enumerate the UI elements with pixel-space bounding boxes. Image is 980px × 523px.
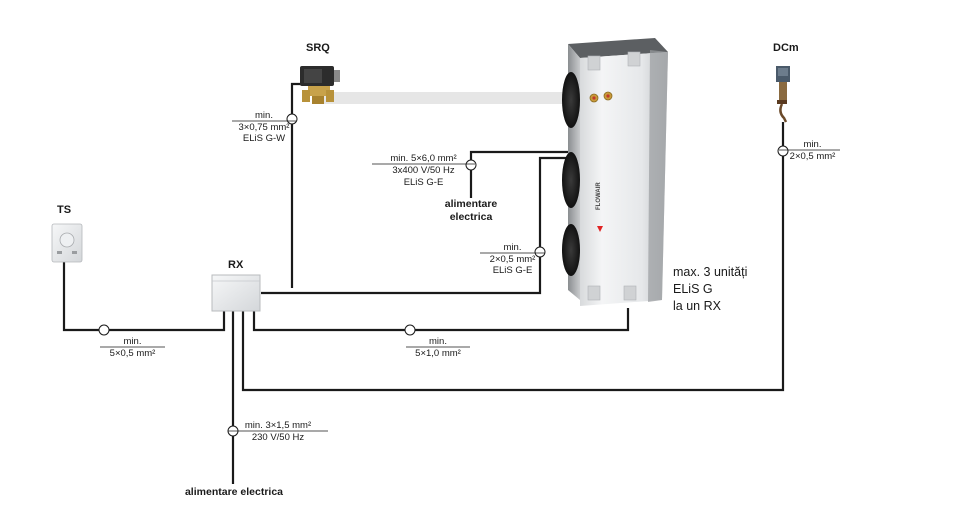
cable-rx-unit-section: 2×0,5 mm² [489,254,536,265]
cable-marker-rx-unit-bottom [404,324,416,336]
cable-rx-power-section: min. 3×1,5 mm² [244,420,312,431]
note-line-3: la un RX [673,299,721,313]
wire-rx-unit [261,156,580,295]
unit-brand-text: FLOWAIR [596,182,602,210]
wire-srq-rx [290,82,302,288]
cable-rx-unit-type: ELiS G-E [492,265,533,276]
power-unit-label-2: electrica [449,211,493,223]
wire-power-unit [469,150,580,198]
wire-rx-dcm [241,122,785,392]
water-pipe [322,92,580,104]
cable-rx-unit-bottom-section: 5×1,0 mm² [415,348,461,359]
cable-srq-min: min. [255,110,273,121]
note-line-2: ELiS G [673,282,713,296]
cable-marker-dcm [777,145,789,157]
cable-rx-unit-min: min. [503,242,522,253]
srq-valve-icon [300,66,340,104]
rx-box-icon [211,274,261,312]
cable-ts-min: min. [123,336,142,347]
ts-label: TS [57,204,72,216]
cable-marker-rx-unit [534,246,546,258]
cable-marker-srq [286,113,298,125]
cable-dcm-min: min. [803,139,822,150]
cable-marker-ts [98,324,110,336]
note-line-1: max. 3 unități [673,265,748,279]
wire-ts-rx [62,262,226,332]
air-curtain-unit-icon: FLOWAIR [562,38,668,306]
power-unit-label-1: alimentare [444,198,498,210]
cable-rx-power-voltage: 230 V/50 Hz [251,432,305,443]
dcm-label: DCm [773,42,799,54]
cable-power-unit-type: ELiS G-E [403,177,444,188]
rx-label: RX [228,259,244,271]
cable-rx-unit-bottom-min: min. [429,336,447,347]
rx-power-label: alimentare electrica [184,486,284,498]
cable-power-unit-voltage: 3x400 V/50 Hz [392,165,455,176]
cable-srq-type: ELiS G-W [242,133,286,144]
cable-marker-power-unit [465,159,477,171]
cable-srq-section: 3×0,75 mm² [238,122,290,133]
cable-dcm-section: 2×0,5 mm² [789,151,836,162]
dcm-thermostat-icon [776,66,790,123]
cable-power-unit-section: min. 5×6,0 mm² [390,153,457,164]
ts-controller-icon [51,223,83,263]
srq-label: SRQ [306,42,330,54]
cable-ts-section: 5×0,5 mm² [109,348,156,359]
wire-rx-unit-bottom [252,308,630,332]
